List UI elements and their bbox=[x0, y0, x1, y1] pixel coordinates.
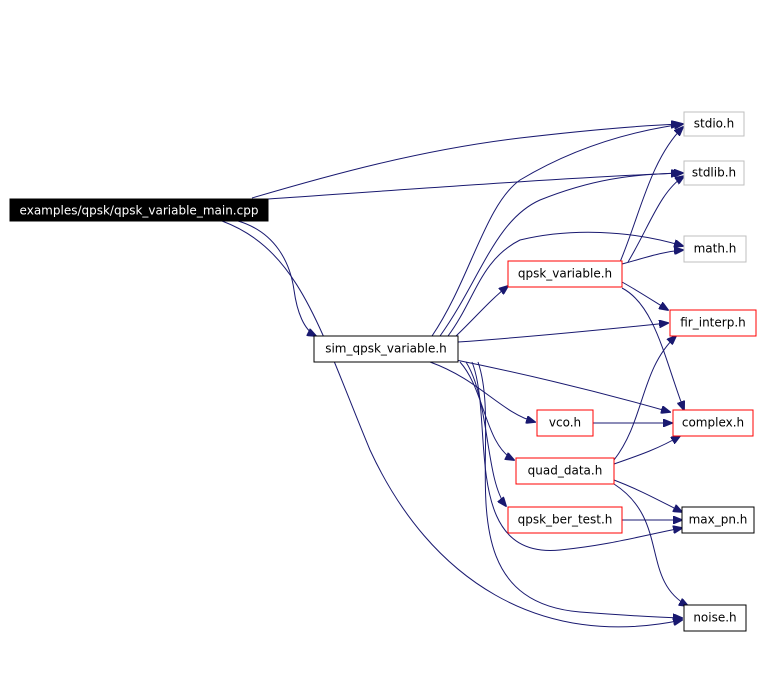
edge-sim-to-berttest bbox=[465, 361, 506, 506]
edge-sim-to-quaddata bbox=[459, 361, 514, 460]
edge-qpskvar-to-stdio bbox=[619, 127, 683, 263]
node-qpskvar-label: qpsk_variable.h bbox=[518, 267, 612, 281]
node-sim-label: sim_qpsk_variable.h bbox=[325, 342, 447, 356]
node-firinterp-box bbox=[669, 309, 757, 337]
node-qpskvar[interactable]: qpsk_variable.h bbox=[507, 260, 623, 288]
edge-sim-to-vco bbox=[429, 361, 535, 422]
edge-qpskvar-to-stdlib bbox=[627, 176, 684, 263]
edge-root-to-noise bbox=[221, 220, 682, 628]
node-qpskvar-box bbox=[507, 260, 623, 288]
node-math[interactable]: math.h bbox=[683, 235, 747, 263]
node-noise-box bbox=[683, 604, 747, 632]
node-berttest-label: qpsk_ber_test.h bbox=[518, 513, 613, 527]
node-vco-label: vco.h bbox=[549, 416, 581, 430]
node-math-label: math.h bbox=[694, 242, 737, 256]
node-firinterp[interactable]: fir_interp.h bbox=[669, 309, 757, 337]
node-maxpn-box bbox=[681, 506, 755, 534]
node-stdlib-box bbox=[683, 160, 745, 186]
node-sim-box bbox=[313, 335, 459, 363]
node-firinterp-label: fir_interp.h bbox=[680, 316, 746, 330]
edge-qpskvar-to-complex bbox=[621, 287, 684, 410]
node-berttest[interactable]: qpsk_ber_test.h bbox=[507, 506, 623, 534]
edge-qpskvar-to-firinterp bbox=[621, 281, 668, 310]
node-noise[interactable]: noise.h bbox=[683, 604, 747, 632]
edge-sim-to-maxpn bbox=[471, 361, 682, 551]
edge-qpskvar-to-math bbox=[621, 250, 683, 265]
edge-root-to-stdio bbox=[251, 124, 680, 199]
node-berttest-box bbox=[507, 506, 623, 534]
node-root-box bbox=[9, 198, 269, 222]
edge-quaddata-to-maxpn bbox=[613, 479, 682, 512]
node-stdio-label: stdio.h bbox=[694, 117, 734, 131]
edge-sim-to-math bbox=[447, 231, 683, 337]
node-stdio[interactable]: stdio.h bbox=[683, 111, 745, 137]
edge-sim-to-qpskvar bbox=[455, 286, 508, 337]
node-root-label: examples/qpsk/qpsk_variable_main.cpp bbox=[20, 204, 259, 218]
node-sim[interactable]: sim_qpsk_variable.h bbox=[313, 335, 459, 363]
edge-sim-to-stdio bbox=[431, 124, 683, 337]
node-root[interactable]: examples/qpsk/qpsk_variable_main.cpp bbox=[9, 198, 269, 222]
edge-sim-to-complex bbox=[455, 359, 670, 412]
node-maxpn[interactable]: max_pn.h bbox=[681, 506, 755, 534]
node-quaddata[interactable]: quad_data.h bbox=[515, 457, 615, 485]
node-stdlib-label: stdlib.h bbox=[692, 166, 736, 180]
node-quaddata-box bbox=[515, 457, 615, 485]
node-vco-box bbox=[536, 409, 594, 437]
node-layer: examples/qpsk/qpsk_variable_main.cpp sim… bbox=[9, 111, 757, 632]
node-noise-label: noise.h bbox=[693, 611, 736, 625]
node-quaddata-label: quad_data.h bbox=[528, 464, 603, 478]
node-maxpn-label: max_pn.h bbox=[689, 513, 748, 527]
node-complex-label: complex.h bbox=[682, 416, 744, 430]
node-stdlib[interactable]: stdlib.h bbox=[683, 160, 745, 186]
node-vco[interactable]: vco.h bbox=[536, 409, 594, 437]
node-complex-box bbox=[672, 409, 754, 437]
edge-root-to-sim bbox=[237, 220, 316, 336]
edge-quaddata-to-firinterp bbox=[613, 336, 676, 461]
edge-layer bbox=[221, 124, 688, 628]
edge-sim-to-stdlib bbox=[439, 173, 683, 337]
node-math-box bbox=[683, 235, 747, 263]
node-complex[interactable]: complex.h bbox=[672, 409, 754, 437]
edge-root-to-stdlib bbox=[267, 173, 680, 200]
node-stdio-box bbox=[683, 111, 745, 137]
edge-quaddata-to-noise bbox=[613, 483, 688, 606]
edge-sim-to-noise bbox=[477, 361, 682, 618]
edge-sim-to-firinterp bbox=[457, 323, 668, 343]
edge-quaddata-to-complex bbox=[613, 436, 680, 465]
